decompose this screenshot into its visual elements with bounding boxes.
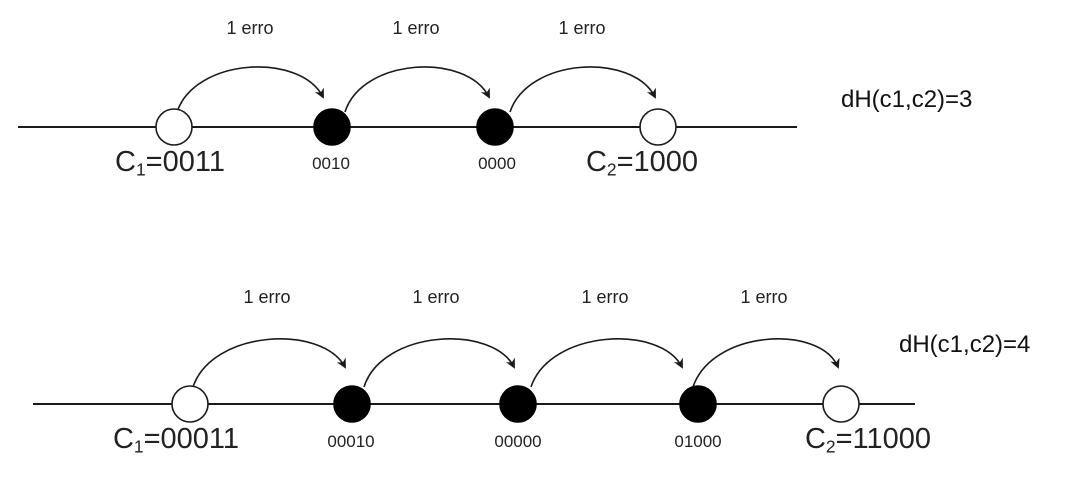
diagram-2-c2-label: C2=11000 bbox=[805, 425, 931, 456]
diagram-1-node-0000 bbox=[476, 108, 514, 146]
diagram-2-arrow-1 bbox=[192, 338, 346, 388]
diagram-2-arrow-2 bbox=[363, 338, 515, 388]
diagram-2 bbox=[33, 338, 915, 423]
diagram-1 bbox=[18, 66, 797, 146]
diagram-2-node-01000-label: 01000 bbox=[674, 432, 722, 451]
diagram-2-c2-subscript: 2 bbox=[825, 436, 836, 457]
diagram-1-c1-value: =0011 bbox=[145, 146, 225, 178]
diagram-1-arrow-3-label: 1 erro bbox=[558, 18, 606, 38]
diagram-1-c1-label: C1=0011 bbox=[115, 148, 225, 179]
diagram-2-c2-value: =11000 bbox=[835, 423, 932, 455]
diagram-2-node-00000-label: 00000 bbox=[494, 432, 542, 451]
diagram-1-arrow-1-label: 1 erro bbox=[226, 18, 274, 38]
diagram-1-c2-label: C2=1000 bbox=[586, 148, 698, 179]
diagram-2-node-01000 bbox=[679, 385, 717, 423]
diagram-2-c1-letter: C bbox=[112, 423, 134, 455]
diagram-2-node-c1 bbox=[171, 385, 209, 423]
diagram-2-c1-subscript: 1 bbox=[133, 436, 144, 457]
diagram-2-node-c2 bbox=[822, 385, 860, 423]
diagram-1-node-0000-label: 0000 bbox=[478, 154, 516, 173]
diagram-1-c2-subscript: 2 bbox=[606, 159, 617, 180]
diagram-2-c1-value: =00011 bbox=[143, 423, 240, 455]
diagram-2-arrow-1-label: 1 erro bbox=[243, 287, 291, 307]
diagram-1-c1-subscript: 1 bbox=[135, 159, 146, 180]
diagram-1-arrow-2 bbox=[344, 66, 490, 113]
diagram-1-arrow-1 bbox=[176, 66, 324, 113]
diagram-1-c1-letter: C bbox=[115, 146, 136, 178]
diagram-2-arrow-2-label: 1 erro bbox=[412, 287, 460, 307]
diagram-2-arrow-3-label: 1 erro bbox=[581, 287, 629, 307]
diagram-2-node-00000 bbox=[499, 385, 537, 423]
diagram-1-node-0010 bbox=[313, 108, 351, 146]
diagram-1-node-c1 bbox=[155, 108, 193, 146]
diagram-2-arrow-4-label: 1 erro bbox=[740, 287, 788, 307]
diagram-1-c2-value: =1000 bbox=[616, 146, 699, 178]
diagram-2-c2-letter: C bbox=[804, 423, 826, 455]
diagram-1-c2-letter: C bbox=[585, 146, 607, 178]
diagram-1-node-c2 bbox=[639, 108, 677, 146]
diagram-2-node-00010 bbox=[333, 385, 371, 423]
diagram-1-arrow-3 bbox=[509, 66, 656, 113]
diagram-2-c1-label: C1=00011 bbox=[113, 425, 239, 456]
diagram-1-arrow-2-label: 1 erro bbox=[392, 18, 440, 38]
diagram-1-node-0010-label: 0010 bbox=[312, 154, 350, 173]
diagram-2-arrow-3 bbox=[530, 338, 683, 388]
diagram-1-hamming-distance: dH(c1,c2)=3 bbox=[841, 86, 973, 113]
diagram-2-hamming-distance: dH(c1,c2)=4 bbox=[899, 331, 1031, 358]
diagram-2-arrow-4 bbox=[692, 338, 840, 388]
diagram-2-node-00010-label: 00010 bbox=[327, 432, 375, 451]
